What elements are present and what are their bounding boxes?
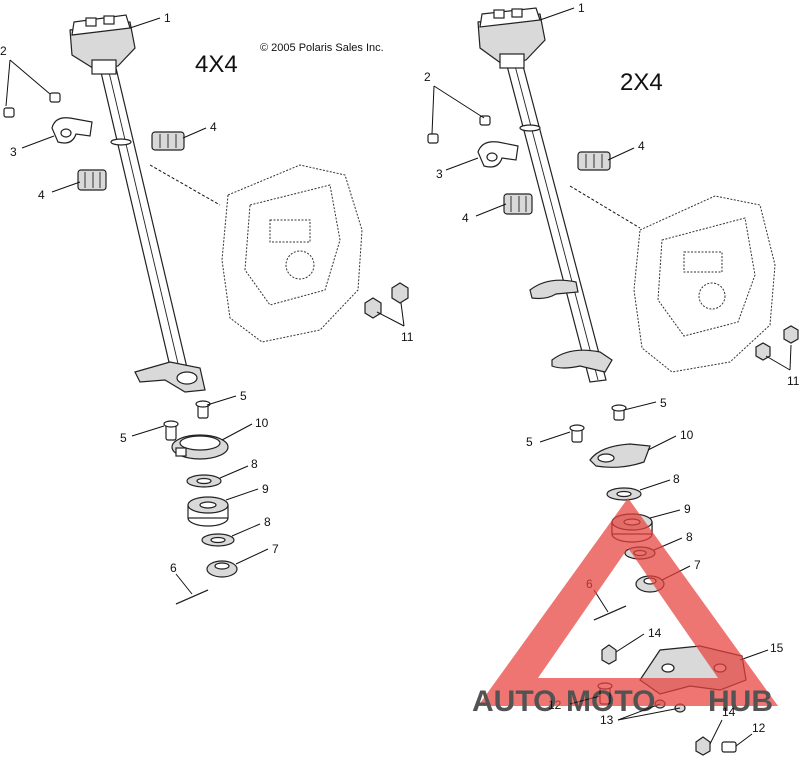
left-callout-11: 11 xyxy=(401,330,414,344)
watermark-hub: HUB xyxy=(708,685,773,718)
right-cotter-pin-6 xyxy=(593,605,627,621)
left-callout-5b: 5 xyxy=(120,431,127,445)
right-callout-4a: 4 xyxy=(638,139,645,153)
right-bracket-3 xyxy=(477,141,519,168)
left-bearing-housing-10 xyxy=(171,434,229,460)
left-model-label: 4X4 xyxy=(195,51,238,78)
right-callout-11: 11 xyxy=(787,374,800,388)
left-callout-6: 6 xyxy=(170,561,177,575)
left-callout-8b: 8 xyxy=(264,515,271,529)
watermark-logo: AUTO MOTO HUB xyxy=(472,498,778,718)
left-washer-8b xyxy=(201,533,235,547)
left-clamp-4a xyxy=(151,131,185,151)
left-leader-lines xyxy=(5,17,405,595)
left-cotter-pin-6 xyxy=(175,589,209,605)
watermark-triangle xyxy=(478,498,778,706)
left-steering-column xyxy=(69,14,206,393)
left-callout-2: 2 xyxy=(0,44,7,58)
left-callout-4b: 4 xyxy=(38,188,45,202)
right-clamp-4a xyxy=(577,151,611,171)
copyright-text: © 2005 Polaris Sales Inc. xyxy=(260,42,384,54)
right-assembly-2x4: 1 2 3 4 4 5 5 10 8 9 8 7 6 14 15 12 13 1… xyxy=(424,1,800,756)
right-callout-5a: 5 xyxy=(660,396,667,410)
right-bolt-12b xyxy=(721,741,737,753)
left-pin-5b xyxy=(163,420,179,441)
left-frame xyxy=(149,164,363,343)
right-clamp-4b xyxy=(503,193,533,215)
left-nut-7 xyxy=(206,560,238,578)
right-callout-7: 7 xyxy=(694,558,701,572)
left-callout-1: 1 xyxy=(164,11,171,25)
right-callout-12b: 12 xyxy=(752,721,766,735)
right-bolt-2 xyxy=(427,115,491,144)
left-nut-11 xyxy=(364,282,409,319)
right-callout-15: 15 xyxy=(770,641,784,655)
right-nut-14a xyxy=(601,644,617,665)
right-steering-column xyxy=(477,7,613,383)
right-bearing-housing-10 xyxy=(589,443,651,468)
left-callout-9: 9 xyxy=(262,482,269,496)
left-assembly-4x4: 1 2 3 4 4 5 5 10 8 9 8 7 6 11 4X4 xyxy=(0,11,414,605)
right-pin-5a xyxy=(611,404,627,421)
watermark-auto: AUTO xyxy=(472,685,556,718)
left-callout-10: 10 xyxy=(255,416,269,430)
left-pin-5a xyxy=(195,400,211,419)
right-callout-5b: 5 xyxy=(526,435,533,449)
right-frame xyxy=(569,185,776,373)
left-callout-5a: 5 xyxy=(240,389,247,403)
right-callout-8b: 8 xyxy=(686,530,693,544)
left-bracket-3 xyxy=(51,117,93,144)
left-bearing-9 xyxy=(187,496,229,527)
right-callout-10: 10 xyxy=(680,428,694,442)
left-bolt-2 xyxy=(3,92,61,118)
right-washer-8a xyxy=(606,487,642,501)
right-nut-14b xyxy=(695,736,711,756)
right-callout-9: 9 xyxy=(684,502,691,516)
left-callout-7: 7 xyxy=(272,542,279,556)
right-callout-13: 13 xyxy=(600,713,614,727)
left-washer-8a xyxy=(186,474,222,488)
left-callout-4a: 4 xyxy=(210,120,217,134)
watermark-moto: MOTO xyxy=(566,685,655,718)
right-callout-1: 1 xyxy=(578,1,585,15)
right-pin-5b xyxy=(569,424,585,443)
right-callout-4b: 4 xyxy=(462,211,469,225)
left-callout-numbers: 1 2 3 4 4 5 5 10 8 9 8 7 6 11 xyxy=(0,11,414,575)
left-clamp-4b xyxy=(77,169,107,191)
right-callout-3: 3 xyxy=(436,167,443,181)
right-model-label: 2X4 xyxy=(620,69,663,96)
right-callout-14b: 14 xyxy=(722,705,736,719)
left-callout-3: 3 xyxy=(10,145,17,159)
right-callout-2: 2 xyxy=(424,70,431,84)
right-callout-14a: 14 xyxy=(648,626,662,640)
right-callout-numbers: 1 2 3 4 4 5 5 10 8 9 8 7 6 14 15 12 13 1… xyxy=(424,1,800,735)
right-leader-lines xyxy=(431,7,792,747)
left-callout-8a: 8 xyxy=(251,457,258,471)
right-callout-8a: 8 xyxy=(673,472,680,486)
